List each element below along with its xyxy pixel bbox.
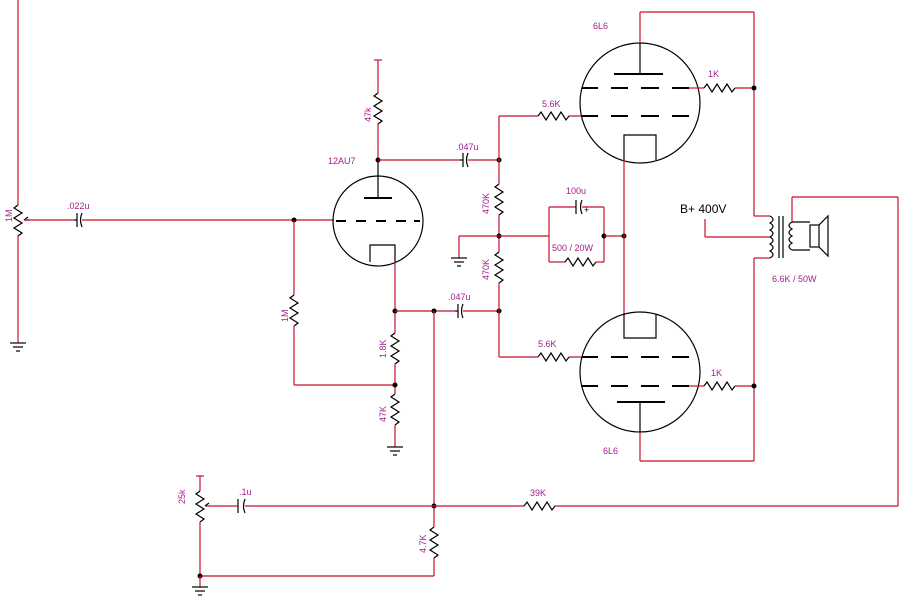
- presence-pot: [194, 475, 210, 576]
- pot-input-label: 1M: [4, 209, 14, 222]
- cap-bypass: +: [575, 199, 589, 215]
- res-screen-bottom-label: 1K: [711, 368, 722, 378]
- ground-icon: [387, 446, 403, 456]
- supply-label: B+ 400V: [680, 202, 726, 216]
- pot-presence-label: 25k: [177, 489, 187, 504]
- tube-12au7: [332, 160, 424, 267]
- res-plate-label: 47k: [363, 107, 373, 122]
- ground-icon: [192, 586, 208, 596]
- res-bypass-label: 500 / 20W: [552, 243, 594, 253]
- res-pi-bottom-label: 470K: [481, 259, 491, 280]
- cap-bypass-label: 100u: [566, 186, 586, 196]
- transformer-label: 6.6K / 50W: [772, 274, 817, 284]
- res-cathode-2-label: 47K: [378, 406, 388, 422]
- cap-bottom: [455, 303, 464, 319]
- res-grid-top-label: 5.6K: [542, 99, 561, 109]
- cap-input-label: .022u: [67, 201, 90, 211]
- tube-bottom-6l6: [579, 311, 701, 433]
- cap-bottom-label: .047u: [448, 292, 471, 302]
- cap-top: [460, 152, 469, 168]
- res-feedback-label: 39K: [530, 488, 546, 498]
- res-screen-top-label: 1K: [708, 69, 719, 79]
- ground-icon: [451, 257, 467, 267]
- cap-presence: [237, 498, 246, 514]
- res-cathode-1-label: 1.8K: [378, 339, 388, 358]
- res-grid-bottom-label: 5.6K: [538, 339, 557, 349]
- output-transformer: [704, 196, 899, 506]
- tube-12au7-label: 12AU7: [328, 156, 356, 166]
- tube-top-label: 6L6: [593, 21, 608, 31]
- res-grid-label: 1M: [280, 309, 290, 322]
- res-shunt-label: 4.7K: [418, 534, 428, 553]
- res-pi-top-label: 470K: [481, 193, 491, 214]
- cap-top-label: .047u: [456, 142, 479, 152]
- cap-presence-label: .1u: [239, 487, 252, 497]
- svg-text:+: +: [584, 205, 589, 215]
- input-pot: 1M: [4, 0, 30, 352]
- speaker-icon: [809, 214, 829, 258]
- tube-bottom-label: 6L6: [603, 446, 618, 456]
- tube-top-6l6: [579, 42, 701, 164]
- ground-icon: [10, 342, 26, 352]
- input-cap: [74, 212, 83, 228]
